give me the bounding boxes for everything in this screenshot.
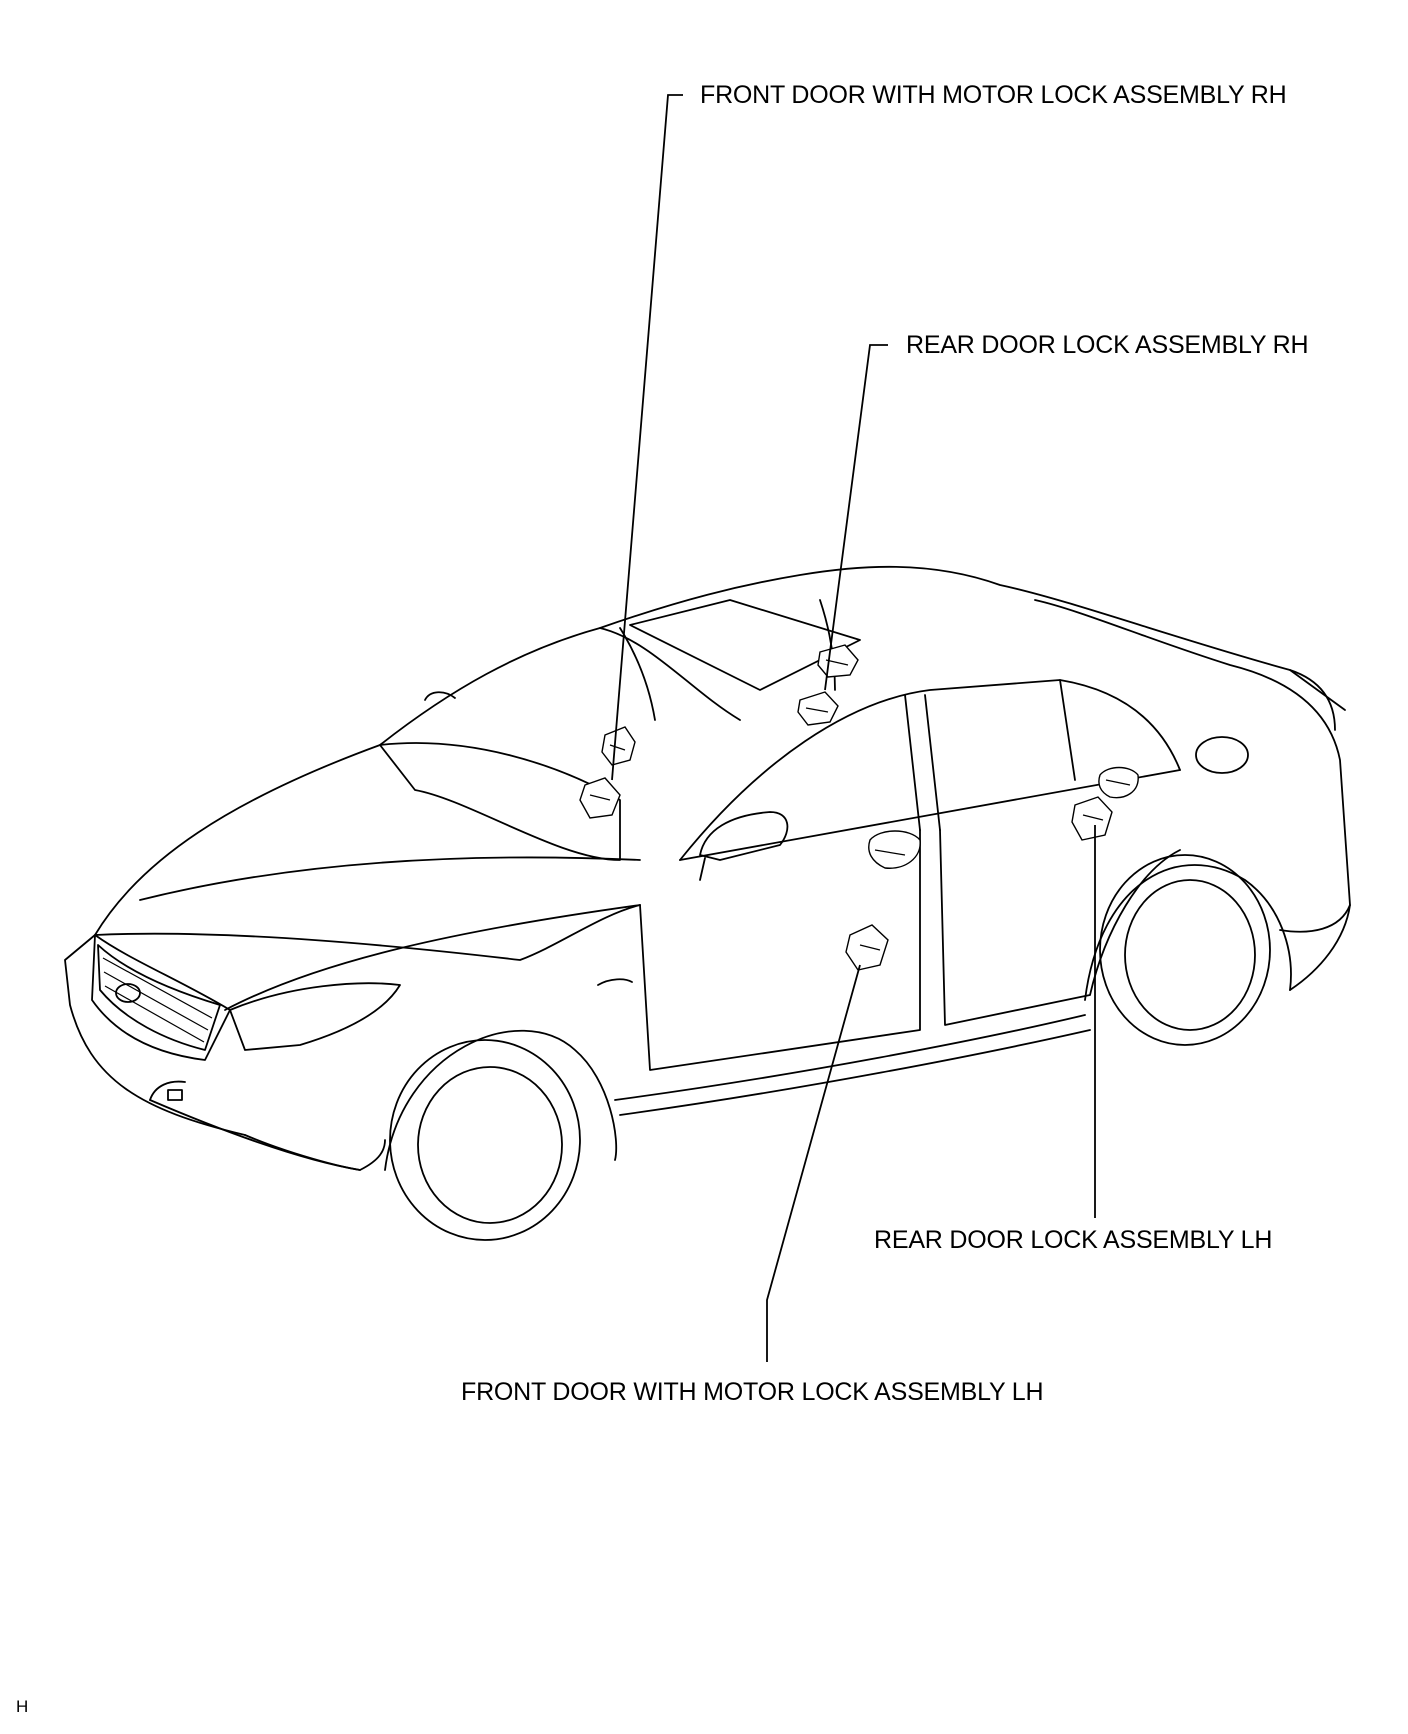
- front-door-lock-rh-part: [579, 726, 636, 819]
- label-front-door-lock-lh: FRONT DOOR WITH MOTOR LOCK ASSEMBLY LH: [461, 1378, 1044, 1406]
- label-rear-door-lock-lh: REAR DOOR LOCK ASSEMBLY LH: [874, 1226, 1273, 1254]
- leader-front-rh: [611, 94, 683, 781]
- label-front-door-lock-rh: FRONT DOOR WITH MOTOR LOCK ASSEMBLY RH: [700, 81, 1287, 109]
- leader-lines: [611, 94, 1096, 1362]
- leader-front-lh: [766, 964, 861, 1362]
- car-illustration: [64, 565, 1351, 1241]
- label-rear-door-lock-rh: REAR DOOR LOCK ASSEMBLY RH: [906, 331, 1309, 359]
- rear-door-lock-lh-part: [1071, 766, 1139, 841]
- rear-door-lock-rh-part: [797, 644, 859, 726]
- leader-rear-rh: [824, 344, 888, 691]
- front-door-lock-lh-part: [845, 830, 921, 971]
- figure-corner-mark: H: [16, 1697, 29, 1716]
